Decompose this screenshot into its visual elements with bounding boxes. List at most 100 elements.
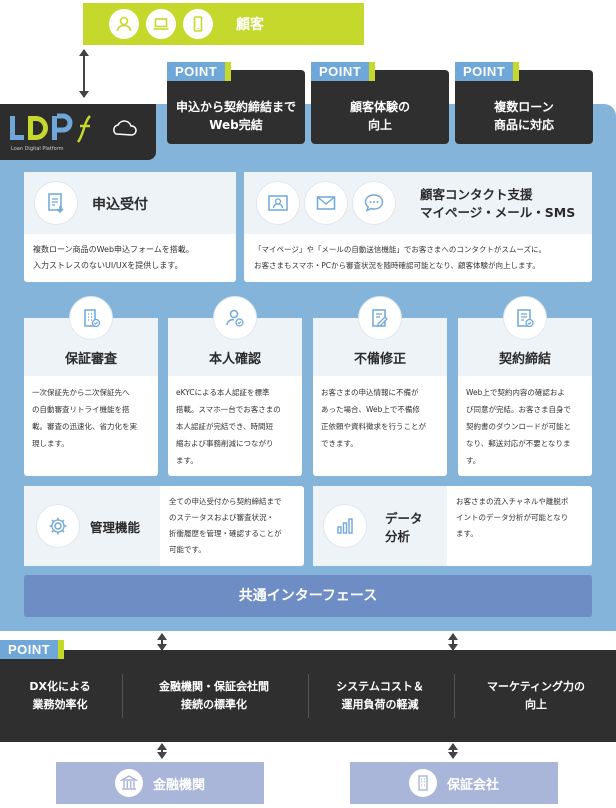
analytics-title-line2: 分析	[385, 529, 411, 544]
divider	[454, 674, 455, 718]
management-desc-line: 折衝履歴を管理・確認することが	[169, 529, 282, 538]
feature-card-guarantee-review: 保証審査 一次保証先から二次保証先へ の自動審査リトライ機能を搭 載。審査の迅速…	[24, 318, 158, 476]
logo-subtitle: Loan Digital Platform	[11, 146, 64, 152]
point-text-line1: 複数ローン	[494, 100, 554, 114]
management-title: 管理機能	[90, 520, 141, 535]
feature-desc-line: 現します。	[32, 439, 69, 448]
point-text-line2: 向上	[367, 118, 392, 132]
feature-desc-line: お客さまの申込情報に不備が	[321, 388, 419, 397]
feature-desc-line: す。	[466, 456, 481, 465]
contact-title-line1: 顧客コンタクト支援	[420, 187, 533, 202]
point-tag: POINT	[455, 62, 520, 81]
mail-icon	[304, 181, 348, 225]
smartphone-icon	[183, 9, 213, 39]
feature-title: 保証審査	[64, 352, 117, 367]
analytics-desc-line: イントのデータ分析が可能となり	[456, 513, 569, 522]
bottom-point-line1: マーケティング力の	[486, 680, 586, 693]
divider	[122, 674, 123, 718]
management-card: 管理機能 全ての申込受付から契約締結まで のステータスおよび審査状況・ 折衝履歴…	[24, 486, 304, 566]
customer-label: 顧客	[236, 17, 264, 33]
bottom-point-line2: 接続の標準化	[181, 698, 247, 711]
management-desc-line: 可能です。	[169, 545, 206, 554]
bank-box: 金融機関	[56, 762, 264, 804]
interface-link-arrow-right	[448, 633, 458, 651]
building-check-icon	[69, 296, 113, 340]
analytics-desc-line: お客さまの流入チャネルや離脱ポ	[456, 497, 569, 506]
point-tag: POINT	[311, 62, 376, 81]
feature-desc-line: 正依頼や資料徴求を行うことが	[321, 422, 426, 431]
contact-card: 顧客コンタクト支援 マイページ・メール・SMS 「マイページ」や「メールの自動送…	[244, 172, 592, 282]
bank-link-arrow	[157, 743, 167, 759]
bottom-point-line1: システムコスト＆	[336, 680, 424, 693]
interface-link-arrow-left	[157, 633, 167, 651]
feature-title: 不備修正	[353, 352, 406, 367]
point-tag: POINT	[0, 640, 65, 659]
user-check-icon	[213, 296, 257, 340]
application-form-icon	[34, 181, 78, 225]
guarantor-link-arrow	[448, 743, 458, 759]
document-edit-icon	[358, 296, 402, 340]
feature-desc-line: できます。	[321, 439, 358, 448]
management-desc-line: のステータスおよび審査状況・	[169, 513, 274, 522]
feature-title: 契約締結	[498, 352, 551, 367]
feature-desc-line: 載。審査の迅速化、省力化を実	[32, 422, 137, 431]
common-interface-bar: 共通インターフェース	[24, 575, 592, 617]
point-card-customer-experience: POINT 顧客体験の向上	[311, 62, 449, 144]
contact-desc-line1: 「マイページ」や「メールの自動送信機能」でお客さまへのコンタクトがスムーズに。	[254, 245, 546, 254]
feature-card-deficiency-correction: 不備修正 お客さまの申込情報に不備が あった場合、Web上で不備修 正依頼や資料…	[313, 318, 447, 476]
feature-title: 本人確認	[208, 352, 261, 367]
feature-desc-line: の自動審査リトライ機能を搭	[32, 405, 130, 414]
bottom-point-line2: 運用負荷の軽減	[341, 698, 419, 711]
guarantor-label: 保証会社	[446, 777, 499, 793]
apply-desc-line1: 複数ローン商品のWeb申込フォームを搭載。	[33, 245, 194, 254]
contact-desc-line2: お客さまもスマホ・PCから審査状況を随時確認可能となり、顧客体験が向上します。	[254, 261, 540, 270]
apply-card: 申込受付 複数ローン商品のWeb申込フォームを搭載。 入力ストレスのないUI/U…	[24, 172, 236, 282]
point-text-line1: 申込から契約締結まで	[175, 100, 296, 114]
management-desc-line: 全ての申込受付から契約締結まで	[169, 497, 282, 506]
feature-desc-line: あった場合、Web上で不備修	[321, 405, 420, 414]
bottom-point-line2: 向上	[525, 698, 547, 711]
point-text-line2: 商品に対応	[493, 118, 554, 132]
bar-chart-icon	[323, 504, 367, 548]
point-card-multi-loan: POINT 複数ローン商品に対応	[455, 62, 593, 144]
customer-link-arrow	[79, 49, 89, 98]
customer-bar: 顧客	[83, 3, 364, 45]
bottom-point-line2: 業務効率化	[32, 698, 88, 711]
point-text-line1: 顧客体験の	[349, 100, 410, 114]
office-building-icon	[408, 769, 437, 797]
point-card-web-complete: POINT 申込から契約締結まで Web完結	[167, 62, 305, 144]
feature-desc-line: 縮および事務削減につながり	[176, 439, 274, 448]
bank-icon	[114, 769, 143, 797]
feature-desc-line: び同意が完結。お客さま自身で	[466, 405, 571, 414]
bottom-point-bar: POINT DX化による 業務効率化 金融機関・保証会社間 接続の標準化 システ…	[0, 640, 616, 742]
person-icon	[109, 9, 139, 39]
feature-desc-line: 搭載。スマホ一台でお客さまの	[176, 405, 281, 414]
point-text-line2: Web完結	[209, 118, 263, 132]
analytics-title-line1: データ	[385, 511, 423, 526]
chat-icon	[352, 181, 396, 225]
bank-label: 金融機関	[152, 777, 205, 793]
feature-card-identity-verification: 本人確認 eKYCによる本人認証を標準 搭載。スマホ一台でお客さまの 本人認証が…	[168, 318, 302, 476]
contact-title-line2: マイページ・メール・SMS	[420, 205, 576, 220]
ldpf-logo: Loan Digital Platform	[0, 104, 156, 160]
feature-desc-line: ます。	[176, 456, 198, 465]
contract-check-icon	[503, 296, 547, 340]
analytics-desc-line: ます。	[456, 529, 478, 538]
feature-card-contract-signing: 契約締結 Web上で契約内容の確認およ び同意が完結。お客さま自身で 契約書のダ…	[458, 318, 592, 476]
apply-desc-line2: 入力ストレスのないUI/UXを提供します。	[33, 261, 183, 270]
cloud-icon	[116, 120, 117, 121]
analytics-card: データ 分析 お客さまの流入チャネルや離脱ポ イントのデータ分析が可能となり ま…	[313, 486, 592, 566]
laptop-icon	[146, 9, 176, 39]
profile-icon	[256, 181, 300, 225]
feature-desc-line: 一次保証先から二次保証先へ	[32, 388, 130, 397]
guarantor-box: 保証会社	[350, 762, 558, 804]
feature-desc-line: 契約書のダウンロードが可能と	[466, 422, 571, 431]
bottom-point-line1: DX化による	[29, 680, 91, 693]
point-tag: POINT	[167, 62, 232, 81]
gear-icon	[36, 504, 80, 548]
apply-title: 申込受付	[92, 197, 148, 213]
divider	[308, 674, 309, 718]
feature-desc-line: なり、郵送対応が不要となりま	[466, 439, 571, 448]
feature-desc-line: Web上で契約内容の確認およ	[466, 388, 565, 397]
bottom-point-line1: 金融機関・保証会社間	[159, 680, 269, 693]
